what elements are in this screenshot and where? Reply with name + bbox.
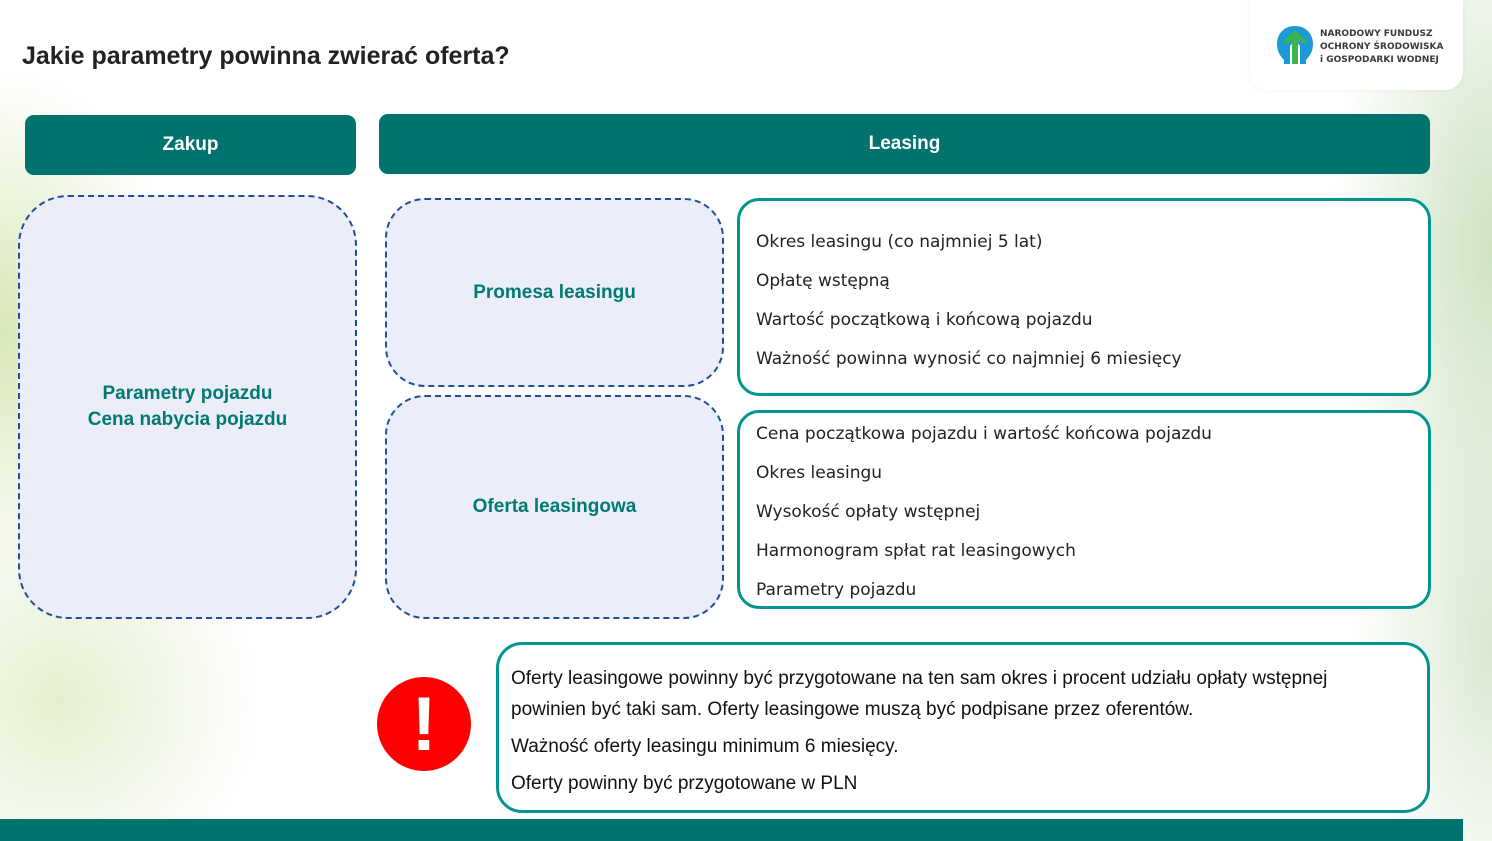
promesa-item: Wartość początkową i końcową pojazdu — [756, 310, 1093, 330]
zakup-header: Zakup — [25, 115, 356, 175]
zakup-line: Parametry pojazdu — [102, 383, 273, 404]
promesa-details: Okres leasingu (co najmniej 5 lat) Opłat… — [737, 198, 1431, 396]
logo-line: i GOSPODARKI WODNEJ — [1320, 55, 1439, 65]
page-title: Jakie parametry powinna zwierać oferta? — [22, 42, 510, 70]
promesa-item: Ważność powinna wynosić co najmniej 6 mi… — [756, 349, 1182, 369]
promesa-box: Promesa leasingu — [385, 198, 724, 387]
oferta-item: Okres leasingu — [756, 463, 883, 483]
exclamation-icon: ! — [377, 677, 471, 771]
note-line: Ważność oferty leasingu minimum 6 miesię… — [511, 736, 899, 757]
promesa-item: Opłatę wstępną — [756, 271, 890, 291]
note-line: Oferty powinny być przygotowane w PLN — [511, 773, 858, 794]
leasing-header: Leasing — [379, 114, 1430, 174]
nfosigw-logo: NARODOWY FUNDUSZ OCHRONY ŚRODOWISKA i GO… — [1250, 0, 1463, 90]
footer-bar — [0, 819, 1463, 841]
oferta-item: Wysokość opłaty wstępnej — [756, 502, 981, 522]
zakup-line: Cena nabycia pojazdu — [87, 409, 288, 430]
note-line: powinien być taki sam. Oferty leasingowe… — [511, 699, 1194, 720]
logo-emblem-icon — [1277, 26, 1313, 64]
oferta-box: Oferta leasingowa — [385, 395, 724, 619]
note-line: Oferty leasingowe powinny być przygotowa… — [511, 668, 1328, 689]
note-box: Oferty leasingowe powinny być przygotowa… — [496, 642, 1430, 813]
oferta-item: Parametry pojazdu — [756, 580, 917, 600]
oferta-details: Cena początkowa pojazdu i wartość końcow… — [737, 410, 1431, 609]
promesa-item: Okres leasingu (co najmniej 5 lat) — [756, 232, 1043, 252]
logo-line: NARODOWY FUNDUSZ — [1320, 29, 1433, 39]
logo-line: OCHRONY ŚRODOWISKA — [1320, 42, 1444, 52]
oferta-item: Harmonogram spłat rat leasingowych — [756, 541, 1076, 561]
oferta-item: Cena początkowa pojazdu i wartość końcow… — [756, 424, 1212, 444]
